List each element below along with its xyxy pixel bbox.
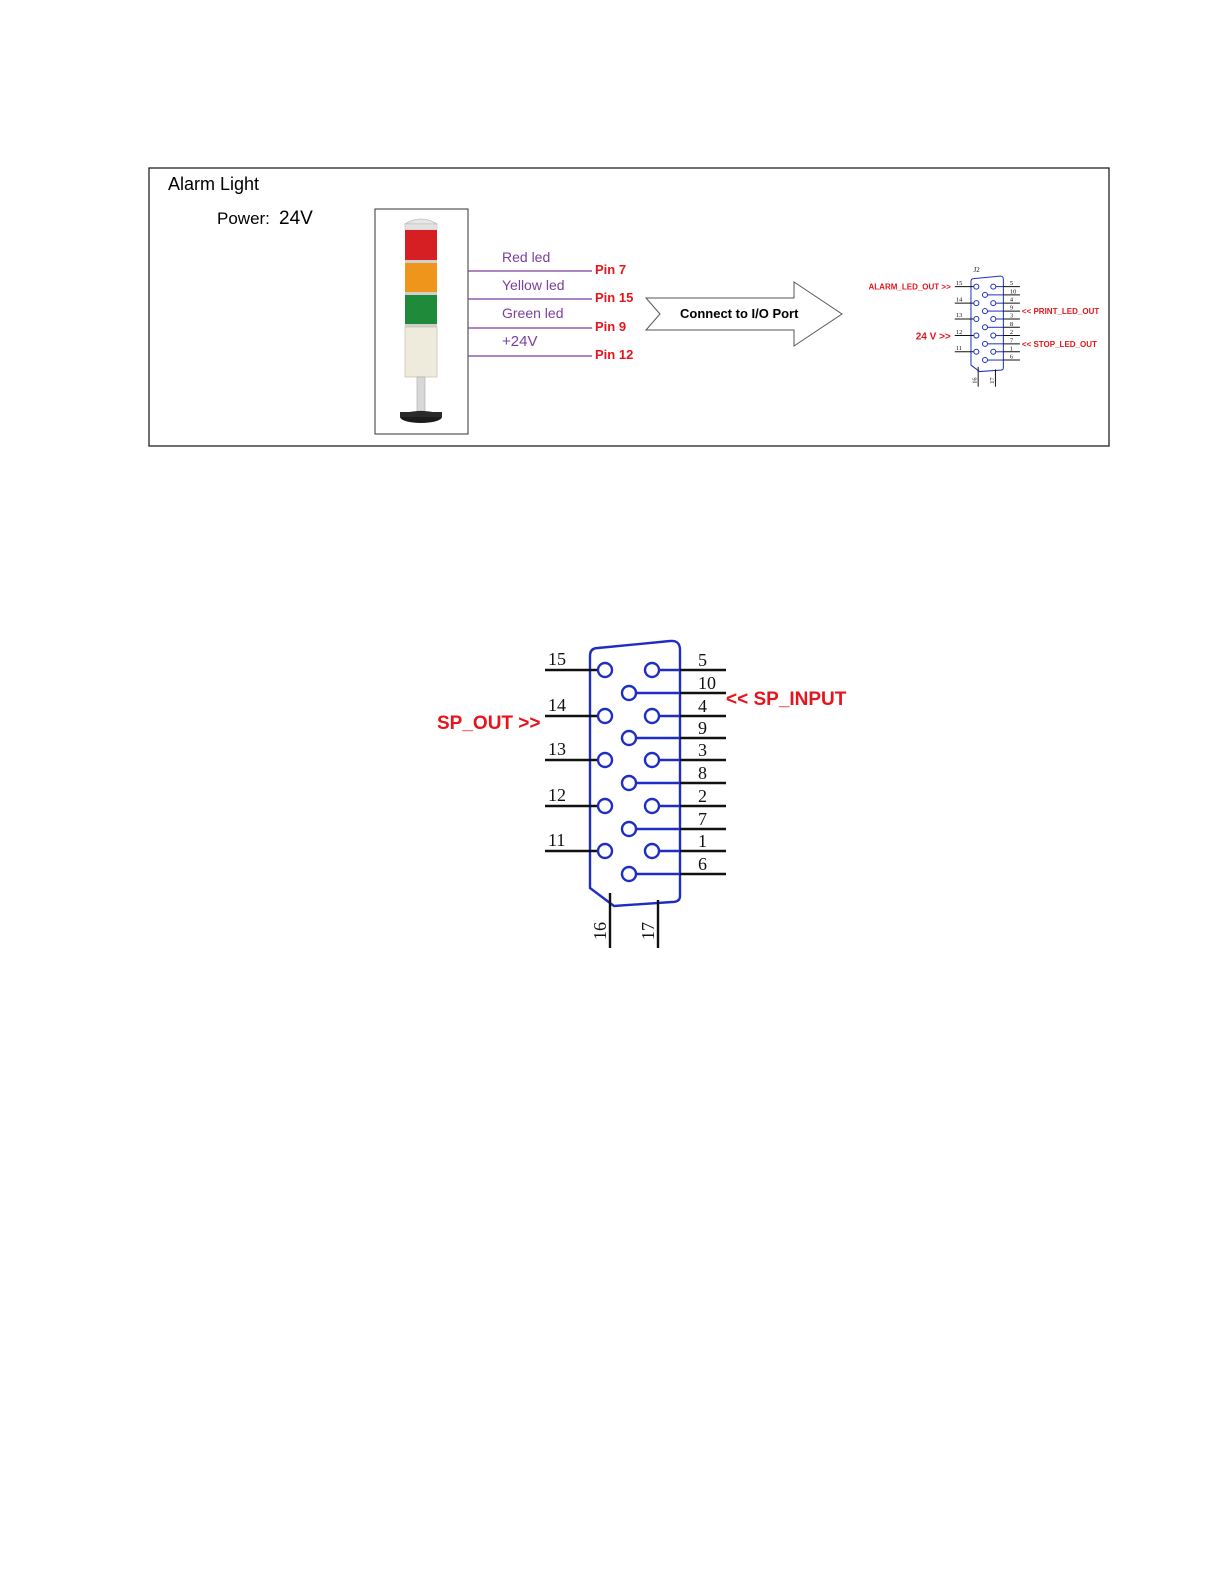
connector-shell <box>590 641 680 906</box>
signal-stop-led-out: << STOP_LED_OUT <box>1022 340 1097 349</box>
pin-number: 3 <box>698 740 707 760</box>
pin-hole <box>598 753 612 767</box>
pin-number: 11 <box>956 345 962 352</box>
alarm-light-title: Alarm Light <box>168 174 259 194</box>
pin-hole <box>598 844 612 858</box>
connect-arrow-label: Connect to I/O Port <box>680 306 799 321</box>
pin-number: 6 <box>698 854 707 874</box>
pin-hole <box>974 301 979 306</box>
pin-hole <box>598 799 612 813</box>
pin-number: 12 <box>956 329 962 336</box>
signal-24v: 24 V >> <box>916 332 951 343</box>
signal-sp-out: SP_OUT >> <box>437 713 541 734</box>
pin-hole <box>982 358 987 363</box>
power-value: 24V <box>279 208 313 229</box>
pin-number: 4 <box>698 696 707 716</box>
pin-hole <box>645 663 659 677</box>
pin-label-red: Pin 7 <box>595 262 626 277</box>
shield-pin-number: 17 <box>989 377 996 384</box>
pin-hole <box>645 844 659 858</box>
connector-ref: J2 <box>973 266 980 274</box>
pin-number: 10 <box>698 673 716 693</box>
pin-label-green: Pin 9 <box>595 319 626 334</box>
pin-hole <box>974 349 979 354</box>
pin-hole <box>991 284 996 289</box>
pin-hole <box>974 284 979 289</box>
pin-number: 9 <box>1010 305 1013 312</box>
pin-hole <box>622 776 636 790</box>
connector-shell <box>971 276 1003 371</box>
pin-hole <box>622 867 636 881</box>
pin-number: 2 <box>698 786 707 806</box>
pin-hole <box>622 686 636 700</box>
pin-number: 15 <box>956 280 962 287</box>
wire-label-24v: +24V <box>502 333 537 350</box>
pin-number: 12 <box>548 785 566 805</box>
pin-number: 11 <box>548 830 565 850</box>
pin-number: 5 <box>698 650 707 670</box>
pin-hole <box>982 325 987 330</box>
pin-hole <box>974 316 979 321</box>
pin-number: 14 <box>548 695 566 715</box>
wire-label-red: Red led <box>502 249 550 265</box>
pin-number: 2 <box>1010 329 1013 336</box>
wire-label-green: Green led <box>502 305 563 321</box>
pin-hole <box>982 309 987 314</box>
pin-hole <box>982 341 987 346</box>
tower-light-image <box>375 209 468 434</box>
pin-hole <box>598 663 612 677</box>
pin-number: 13 <box>548 739 566 759</box>
pin-hole <box>991 333 996 338</box>
pin-number: 5 <box>1010 280 1013 287</box>
pin-label-24v: Pin 12 <box>595 347 633 362</box>
pin-hole <box>974 333 979 338</box>
pin-hole <box>645 799 659 813</box>
pin-hole <box>991 349 996 354</box>
power-label: Power: <box>217 209 270 228</box>
pin-hole <box>622 822 636 836</box>
pin-number: 8 <box>1010 321 1013 328</box>
pin-hole <box>991 316 996 321</box>
pin-number: 14 <box>956 296 963 303</box>
pin-hole <box>645 709 659 723</box>
pin-hole <box>645 753 659 767</box>
wire-label-yellow: Yellow led <box>502 277 565 293</box>
pin-number: 1 <box>698 831 707 851</box>
shield-pin-number: 16 <box>972 377 979 384</box>
pin-hole <box>982 292 987 297</box>
signal-sp-input: << SP_INPUT <box>726 689 847 710</box>
pin-number: 13 <box>956 312 962 319</box>
pin-number: 8 <box>698 763 707 783</box>
shield-pin-number: 16 <box>590 922 610 940</box>
signal-print-led-out: << PRINT_LED_OUT <box>1022 307 1099 316</box>
pin-hole <box>991 301 996 306</box>
signal-alarm-led-out: ALARM_LED_OUT >> <box>869 283 952 292</box>
pin-number: 3 <box>1010 313 1013 320</box>
pin-hole <box>598 709 612 723</box>
shield-pin-number: 17 <box>638 922 658 940</box>
pin-number: 15 <box>548 649 566 669</box>
pin-number: 9 <box>698 718 707 738</box>
pin-label-yellow: Pin 15 <box>595 290 633 305</box>
pin-number: 1 <box>1010 345 1013 352</box>
pin-number: 10 <box>1010 288 1016 295</box>
pin-hole <box>622 731 636 745</box>
pin-number: 7 <box>698 809 707 829</box>
